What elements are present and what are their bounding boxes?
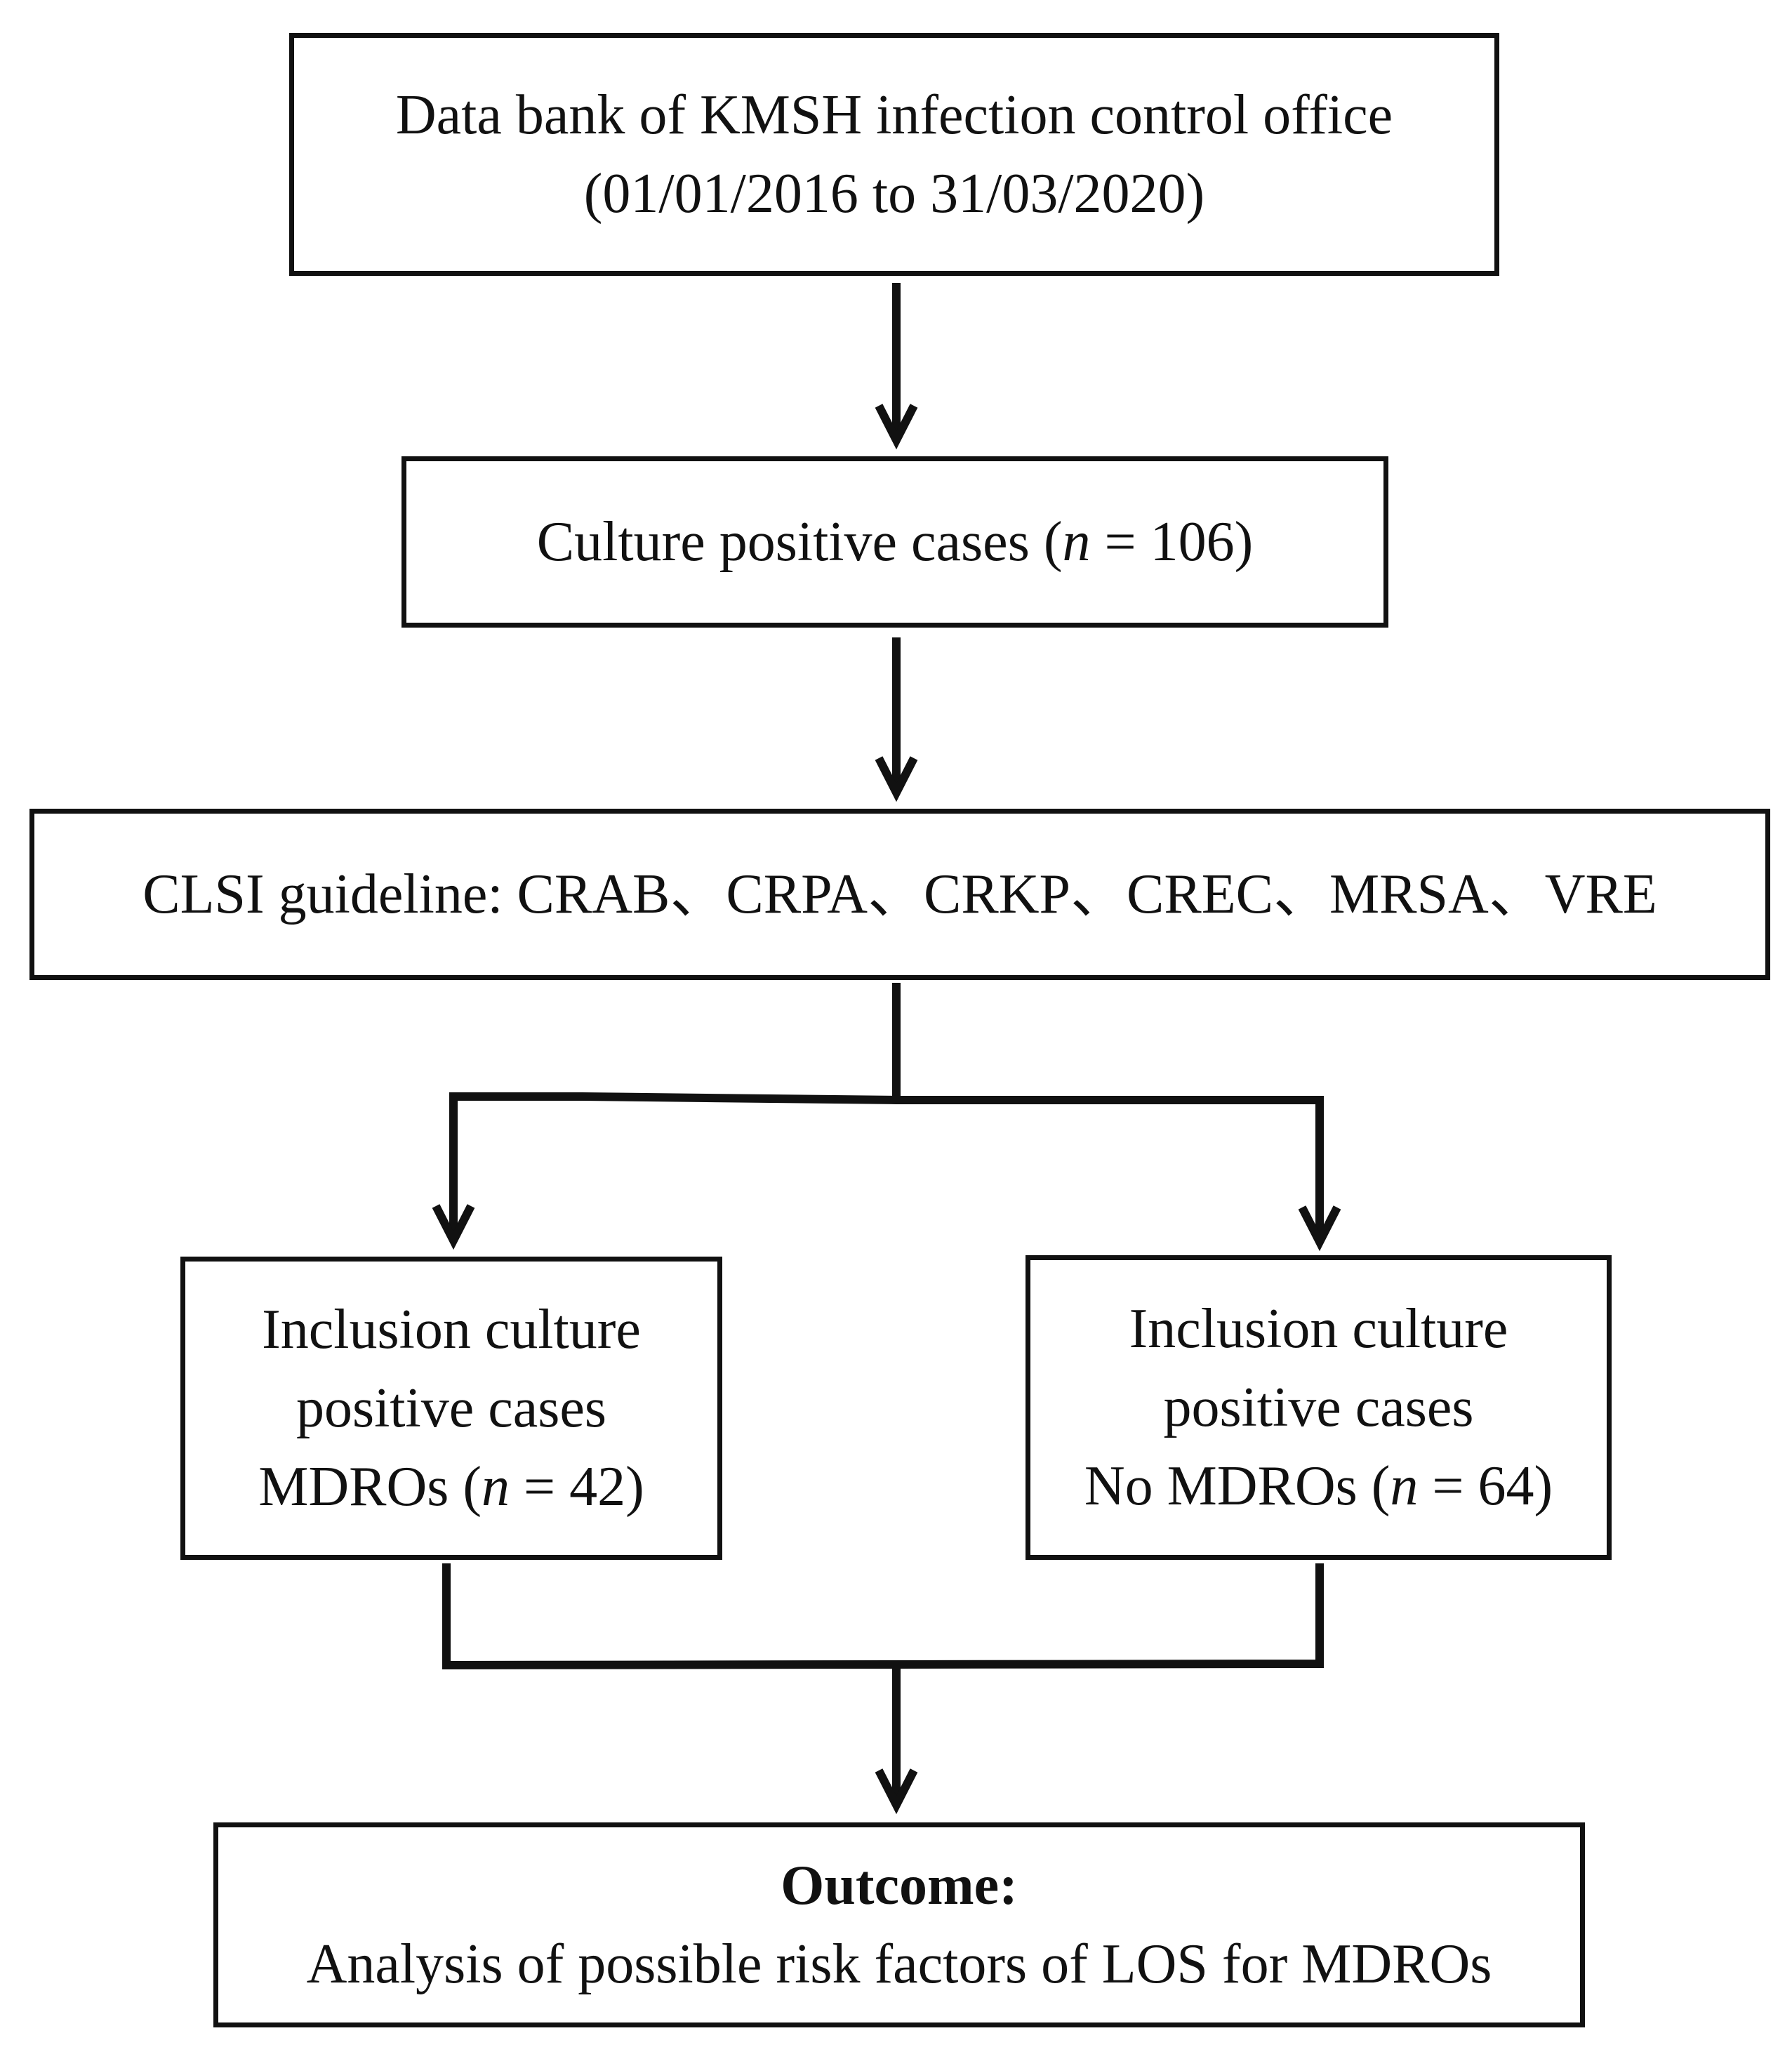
outcome-text: Analysis of possible risk factors of LOS… (306, 1933, 1492, 1995)
no-mdro-line-3: No MDROs (n = 64) (1084, 1447, 1553, 1525)
arrowhead-to-mdro (432, 1204, 475, 1250)
mdro-box: Inclusion culture positive cases MDROs (… (180, 1257, 722, 1560)
mdro-n-symbol: n (482, 1456, 510, 1518)
clsi-guideline-text: CLSI guideline: CRAB、CRPA、CRKP、CREC、MRSA… (142, 863, 1657, 925)
no-mdro-count: = 64) (1418, 1455, 1553, 1517)
culture-positive-box: Culture positive cases (n = 106) (401, 456, 1388, 628)
mdro-line-1: Inclusion culture (262, 1299, 641, 1360)
data-bank-box: Data bank of KMSH infection control offi… (289, 33, 1499, 276)
culture-positive-prefix: Culture positive cases ( (536, 511, 1063, 573)
arrowhead-databank-to-culture (875, 404, 918, 450)
no-mdro-box: Inclusion culture positive cases No MDRO… (1026, 1255, 1612, 1560)
mdro-prefix: MDROs ( (258, 1456, 482, 1518)
no-mdro-line-2: positive cases (1163, 1377, 1474, 1438)
data-bank-date-range: (01/01/2016 to 31/03/2020) (583, 163, 1205, 225)
no-mdro-prefix: No MDROs ( (1084, 1455, 1391, 1517)
culture-positive-label: Culture positive cases (n = 106) (537, 503, 1253, 581)
culture-positive-count: = 106) (1090, 511, 1254, 573)
mdro-line-3: MDROs (n = 42) (258, 1448, 644, 1526)
no-mdro-line-1: Inclusion culture (1129, 1298, 1508, 1360)
outcome-box: Outcome: Analysis of possible risk facto… (213, 1822, 1585, 2027)
arrowhead-merge-to-outcome (875, 1768, 918, 1815)
arrowhead-culture-to-clsi (875, 756, 918, 802)
arrowhead-to-no-mdro (1298, 1205, 1341, 1252)
mdro-line-2: positive cases (296, 1377, 607, 1439)
culture-positive-n-symbol: n (1062, 511, 1091, 573)
connector-split-horizontal (449, 1092, 1324, 1237)
clsi-guideline-box: CLSI guideline: CRAB、CRPA、CRKP、CREC、MRSA… (29, 809, 1770, 980)
data-bank-title: Data bank of KMSH infection control offi… (395, 84, 1393, 146)
no-mdro-n-symbol: n (1390, 1455, 1419, 1517)
mdro-count: = 42) (510, 1456, 644, 1518)
outcome-title: Outcome: (781, 1855, 1018, 1916)
connector-merge (442, 1563, 1324, 1670)
